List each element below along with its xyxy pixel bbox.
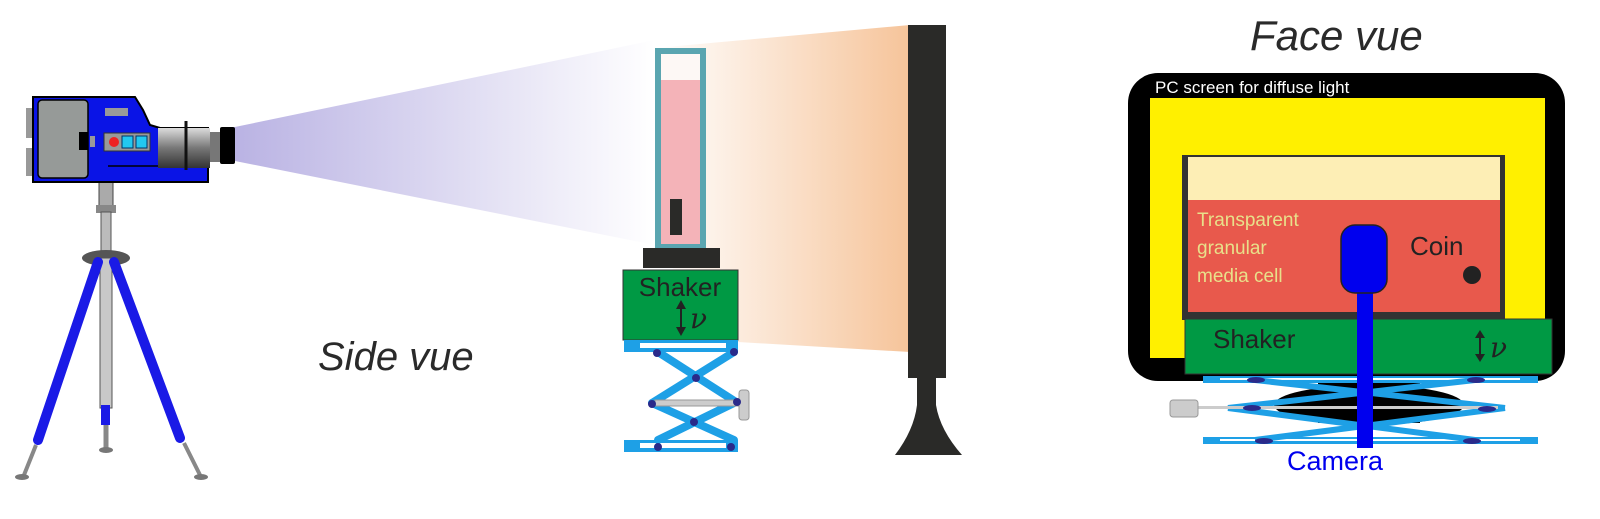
cell-air-gap [1188, 157, 1500, 200]
frequency-symbol: ν [690, 302, 707, 335]
vertical-arrow-icon [676, 300, 686, 336]
screen-label: PC screen for diffuse light [1155, 78, 1350, 97]
granular-cell-side [643, 48, 720, 268]
tripod [15, 181, 208, 480]
scissor-lift-face [1169, 376, 1538, 444]
scissor-lift-side [624, 340, 750, 452]
cell-label: Transparent granular media cell [1197, 210, 1304, 287]
camera-view-beam [230, 40, 655, 245]
face-view: Face vue PC screen for diffuse light Tra… [1128, 12, 1565, 476]
video-camera-icon [26, 96, 235, 183]
frequency-symbol-face: ν [1490, 331, 1507, 364]
camera-label: Camera [1287, 446, 1384, 476]
camera-face-icon [1340, 224, 1388, 448]
coin-side-icon [670, 199, 682, 235]
face-view-title: Face vue [1250, 12, 1423, 59]
side-view: Shaker ν [15, 25, 962, 480]
side-view-title: Side vue [318, 335, 474, 379]
vertical-arrow-icon [1475, 330, 1485, 362]
shaker-side: Shaker ν [622, 269, 739, 341]
pc-screen-side [895, 25, 962, 455]
shaker-side-label: Shaker [639, 272, 722, 302]
coin-label: Coin [1410, 231, 1463, 261]
coin-icon [1463, 266, 1481, 284]
shaker-face-label: Shaker [1213, 324, 1296, 354]
